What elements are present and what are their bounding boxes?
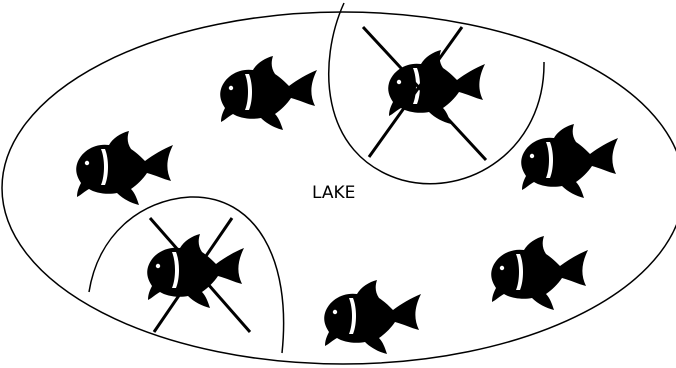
lake-label: LAKE — [312, 183, 355, 203]
fish-icon — [324, 280, 421, 354]
fish-icon — [220, 56, 317, 130]
fish-icon — [76, 131, 173, 205]
fish-icon — [521, 124, 618, 198]
fish-icon — [491, 236, 588, 310]
